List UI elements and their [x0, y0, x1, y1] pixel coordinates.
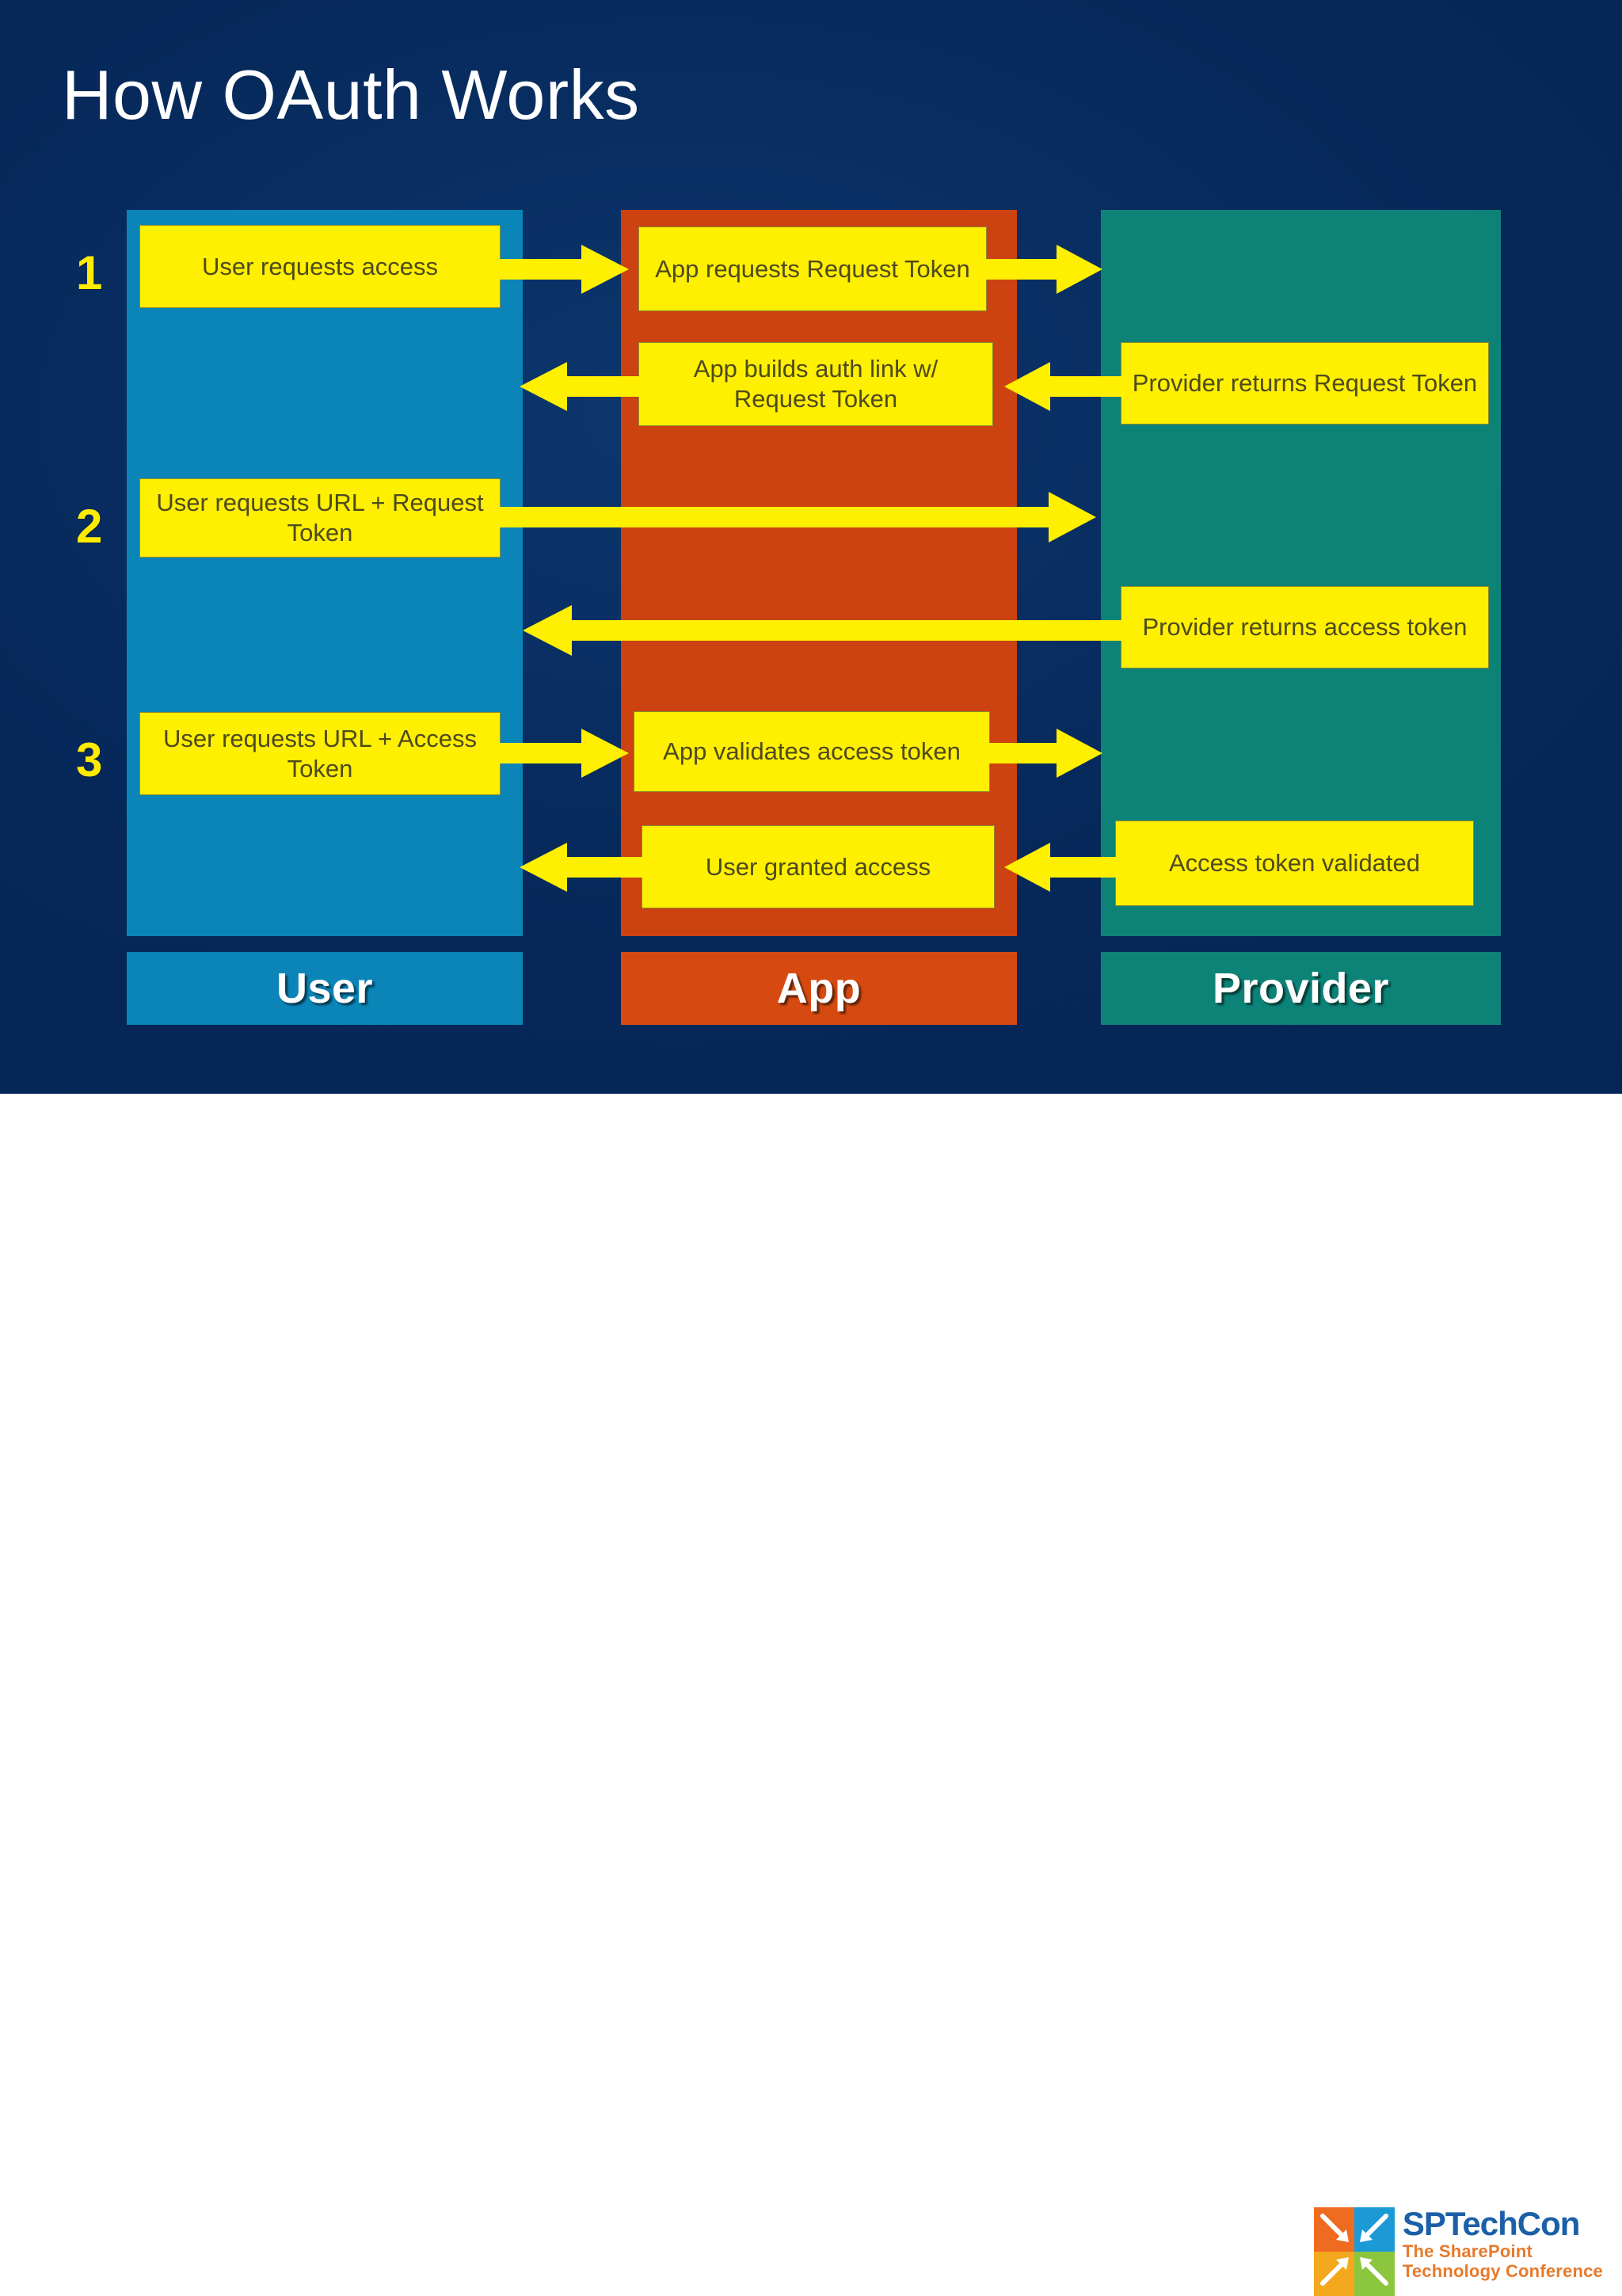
message-box-app-builds-auth-link: App builds auth link w/ Request Token — [638, 342, 993, 426]
column-label-user-text: User — [276, 965, 374, 1012]
column-label-provider-text: Provider — [1212, 965, 1390, 1012]
arrow-provider-to-app-step3 — [1004, 843, 1126, 892]
column-label-app: App — [621, 952, 1017, 1025]
logo-quadrant-top-left-arrow-icon — [1313, 2207, 1354, 2252]
logo-quadrant-top-right-arrow-icon — [1354, 2207, 1395, 2252]
step-number-2: 2 — [76, 500, 103, 553]
column-user — [127, 210, 523, 936]
message-box-app-requests-request-token: App requests Request Token — [638, 227, 987, 311]
message-box-user-granted-access: User granted access — [642, 825, 995, 908]
arrow-provider-to-app-step1 — [1004, 362, 1131, 411]
column-app — [621, 210, 1017, 936]
message-box-app-validates-access-token: App validates access token — [634, 711, 990, 792]
column-label-user: User — [127, 952, 523, 1025]
message-box-user-requests-url-access-token: User requests URL + Access Token — [139, 712, 501, 795]
slide-canvas: How OAuth Works 1 2 3 — [0, 0, 1622, 1094]
sptechcon-logo: SPTechCon The SharePoint Technology Conf… — [1313, 2207, 1603, 2296]
message-box-provider-returns-access-token: Provider returns access token — [1121, 586, 1489, 668]
arrow-app-to-provider-step1 — [982, 245, 1102, 294]
arrow-app-to-provider-step3 — [982, 729, 1102, 778]
logo-title: SPTechCon — [1402, 2205, 1581, 2242]
step-number-1: 1 — [76, 246, 103, 299]
message-box-user-requests-url-request-token: User requests URL + Request Token — [139, 478, 501, 558]
arrow-user-to-provider-step2 — [494, 492, 1096, 543]
message-box-user-requests-access: User requests access — [139, 225, 501, 308]
arrow-app-to-user-step3 — [520, 843, 649, 892]
column-label-provider: Provider — [1101, 952, 1501, 1025]
logo-subtitle-line2: Technology Conference — [1402, 2260, 1603, 2281]
arrow-app-to-user-step1 — [520, 362, 649, 411]
step-number-3: 3 — [76, 733, 103, 786]
sptechcon-logo-text: SPTechCon The SharePoint Technology Conf… — [1403, 2207, 1603, 2281]
column-provider — [1101, 210, 1501, 936]
message-box-access-token-validated: Access token validated — [1115, 821, 1474, 906]
logo-quadrant-bottom-left-arrow-icon — [1313, 2252, 1354, 2296]
sptechcon-logo-mark — [1313, 2207, 1395, 2296]
message-box-provider-returns-request-token: Provider returns Request Token — [1121, 342, 1489, 425]
slide-footer: SPTechCon The SharePoint Technology Conf… — [0, 1094, 1622, 2296]
page-title: How OAuth Works — [62, 55, 640, 134]
logo-subtitle-line1: The SharePoint — [1402, 2241, 1533, 2262]
column-label-app-text: App — [776, 965, 862, 1012]
arrow-user-to-app-step3 — [496, 729, 629, 778]
arrow-user-to-app-step1 — [496, 245, 629, 294]
arrow-provider-to-user-step2 — [523, 605, 1128, 656]
logo-quadrant-bottom-right-arrow-icon — [1354, 2252, 1395, 2296]
